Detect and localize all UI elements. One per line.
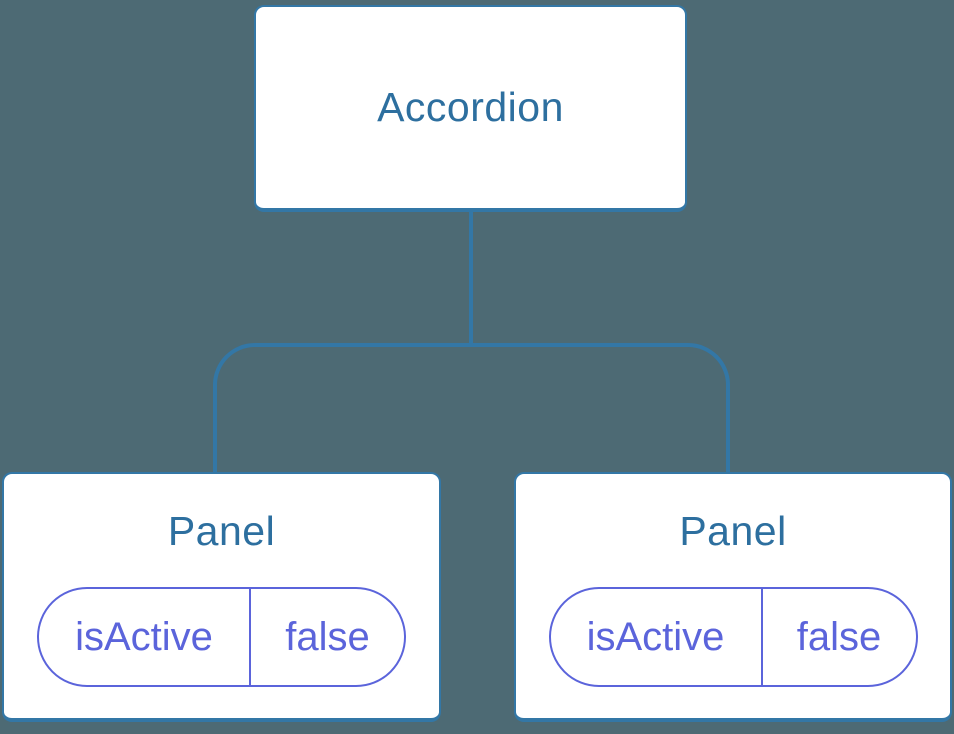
- panel-node-1: Panel isActive false: [2, 472, 441, 722]
- panel-node-2-label: Panel: [679, 508, 787, 554]
- connector-branch: [213, 343, 730, 473]
- panel-node-1-state-pill: isActive false: [37, 587, 406, 687]
- accordion-node-label: Accordion: [377, 84, 564, 130]
- state-key: isActive: [551, 589, 763, 685]
- state-key: isActive: [39, 589, 251, 685]
- panel-node-1-label: Panel: [167, 508, 276, 554]
- accordion-node: Accordion: [254, 5, 687, 212]
- connector-stem: [469, 210, 473, 345]
- panel-node-2: Panel isActive false: [514, 472, 952, 722]
- state-value: false: [285, 614, 370, 659]
- panel-node-2-state-pill: isActive false: [548, 587, 918, 687]
- state-value: false: [796, 614, 882, 659]
